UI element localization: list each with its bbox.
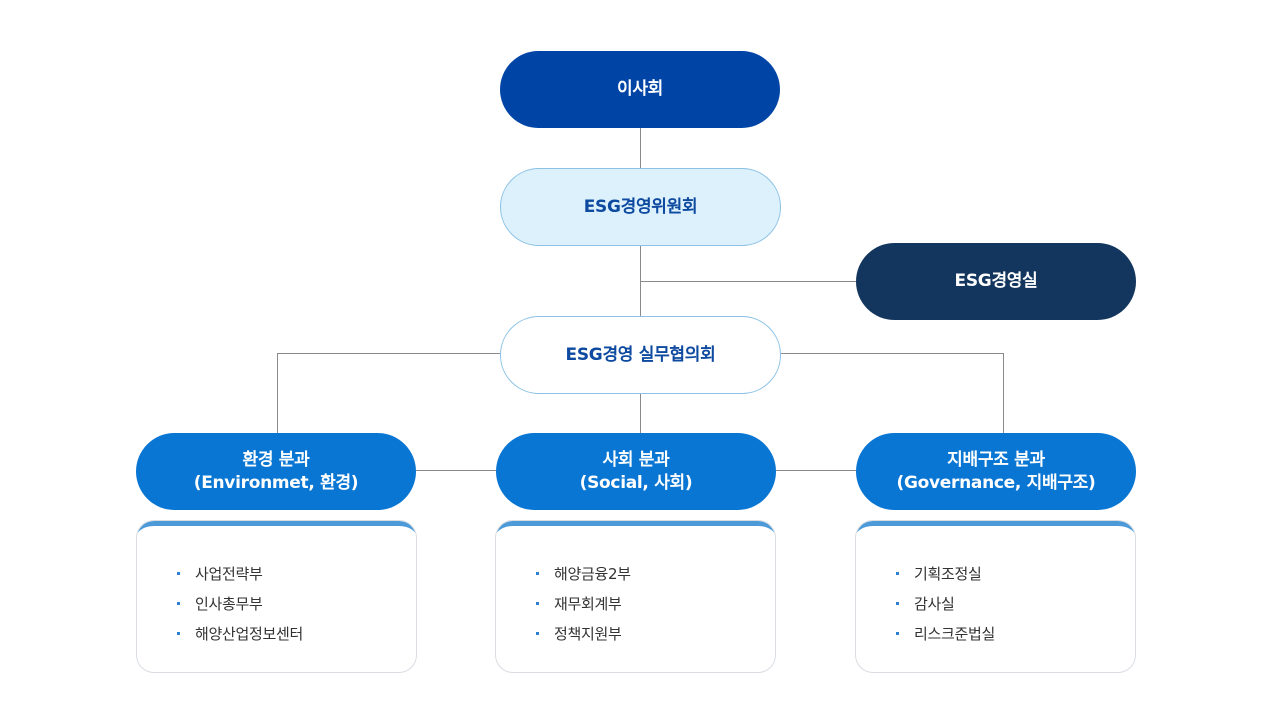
department-list: 사업전략부 인사총무부 해양산업정보센터 [177,559,303,649]
list-item: 해양금융2부 [536,559,631,589]
division-title: 환경 분과 [242,449,310,470]
list-item: 정책지원부 [536,619,631,649]
bullet-icon [177,602,180,605]
department-name: 재무회계부 [554,595,622,613]
bullet-icon [177,632,180,635]
department-box-environment: 사업전략부 인사총무부 해양산업정보센터 [136,520,417,673]
division-environment: 환경 분과 (Environmet, 환경) [136,433,416,510]
department-name: 정책지원부 [554,625,622,643]
esg-council-node: ESG경영 실무협의회 [500,316,781,394]
bullet-icon [177,572,180,575]
line-council-gov [781,353,1004,433]
division-subtitle: (Governance, 지배구조) [896,472,1096,493]
esg-office-node: ESG경영실 [856,243,1136,320]
bullet-icon [896,632,899,635]
division-title: 사회 분과 [602,449,670,470]
division-governance: 지배구조 분과 (Governance, 지배구조) [856,433,1136,510]
division-subtitle: (Social, 사회) [579,472,693,493]
division-social: 사회 분과 (Social, 사회) [496,433,776,510]
board-node: 이사회 [500,51,780,128]
bullet-icon [536,632,539,635]
esg-committee-node: ESG경영위원회 [500,168,781,246]
list-item: 감사실 [896,589,995,619]
list-item: 기획조정실 [896,559,995,589]
department-list: 해양금융2부 재무회계부 정책지원부 [536,559,631,649]
board-label: 이사회 [616,79,664,99]
division-title: 지배구조 분과 [947,449,1045,470]
division-subtitle: (Environmet, 환경) [193,472,359,493]
department-name: 해양금융2부 [554,565,631,583]
list-item: 사업전략부 [177,559,303,589]
bullet-icon [536,572,539,575]
bullet-icon [536,602,539,605]
bullet-icon [896,572,899,575]
department-name: 인사총무부 [195,595,263,613]
list-item: 해양산업정보센터 [177,619,303,649]
list-item: 재무회계부 [536,589,631,619]
department-name: 감사실 [914,595,955,613]
department-box-social: 해양금융2부 재무회계부 정책지원부 [495,520,776,673]
list-item: 리스크준법실 [896,619,995,649]
department-name: 기획조정실 [914,565,982,583]
bullet-icon [896,602,899,605]
department-name: 사업전략부 [195,565,263,583]
department-name: 해양산업정보센터 [195,625,304,643]
line-council-env [277,353,500,433]
council-label: ESG경영 실무협의회 [565,344,716,365]
office-label: ESG경영실 [954,271,1038,291]
list-item: 인사총무부 [177,589,303,619]
department-box-governance: 기획조정실 감사실 리스크준법실 [855,520,1136,673]
department-list: 기획조정실 감사실 리스크준법실 [896,559,995,649]
committee-label: ESG경영위원회 [583,196,698,217]
department-name: 리스크준법실 [914,625,996,643]
